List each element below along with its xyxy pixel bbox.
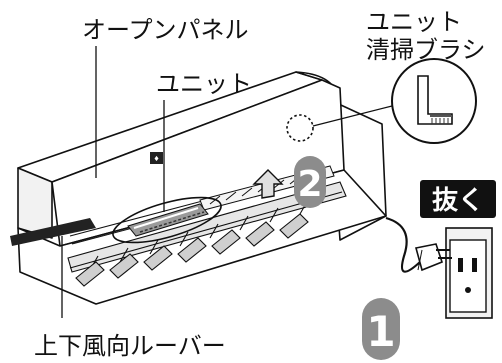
- panel-edge: [10, 218, 96, 246]
- brush-magnifier: [391, 58, 477, 144]
- louver-label: 上下風向ルーバー: [34, 332, 226, 360]
- step2-number: 2: [297, 164, 322, 205]
- brush-location-circle: [286, 114, 314, 142]
- unit-brush-label-line1: ユニット: [366, 8, 462, 36]
- louver-slats: [67, 181, 347, 287]
- wall-outlet: [445, 227, 493, 319]
- step1-number: 1: [366, 307, 395, 356]
- cleaning-unit: [127, 203, 209, 237]
- step1-badge: 1: [362, 298, 400, 360]
- remove-arrow: [252, 169, 284, 199]
- unplug-label-box: 抜く: [420, 180, 496, 218]
- logo-glyph: ♦: [153, 155, 159, 163]
- unplug-label: 抜く: [432, 186, 484, 216]
- aircon-left-side: [17, 167, 53, 239]
- brush-icon: [417, 75, 453, 125]
- power-plug: [415, 243, 452, 272]
- unit-label: ユニット: [156, 70, 252, 98]
- step2-badge: 2: [294, 156, 326, 208]
- logo-mark: [150, 152, 163, 164]
- open-panel-label: オープンパネル: [82, 16, 249, 44]
- power-cord: [385, 216, 421, 273]
- unit-highlight-ellipse: [112, 196, 222, 244]
- brush-leader-line: [312, 105, 393, 127]
- unit-brush-label-line2: 清掃ブラシ: [366, 36, 486, 64]
